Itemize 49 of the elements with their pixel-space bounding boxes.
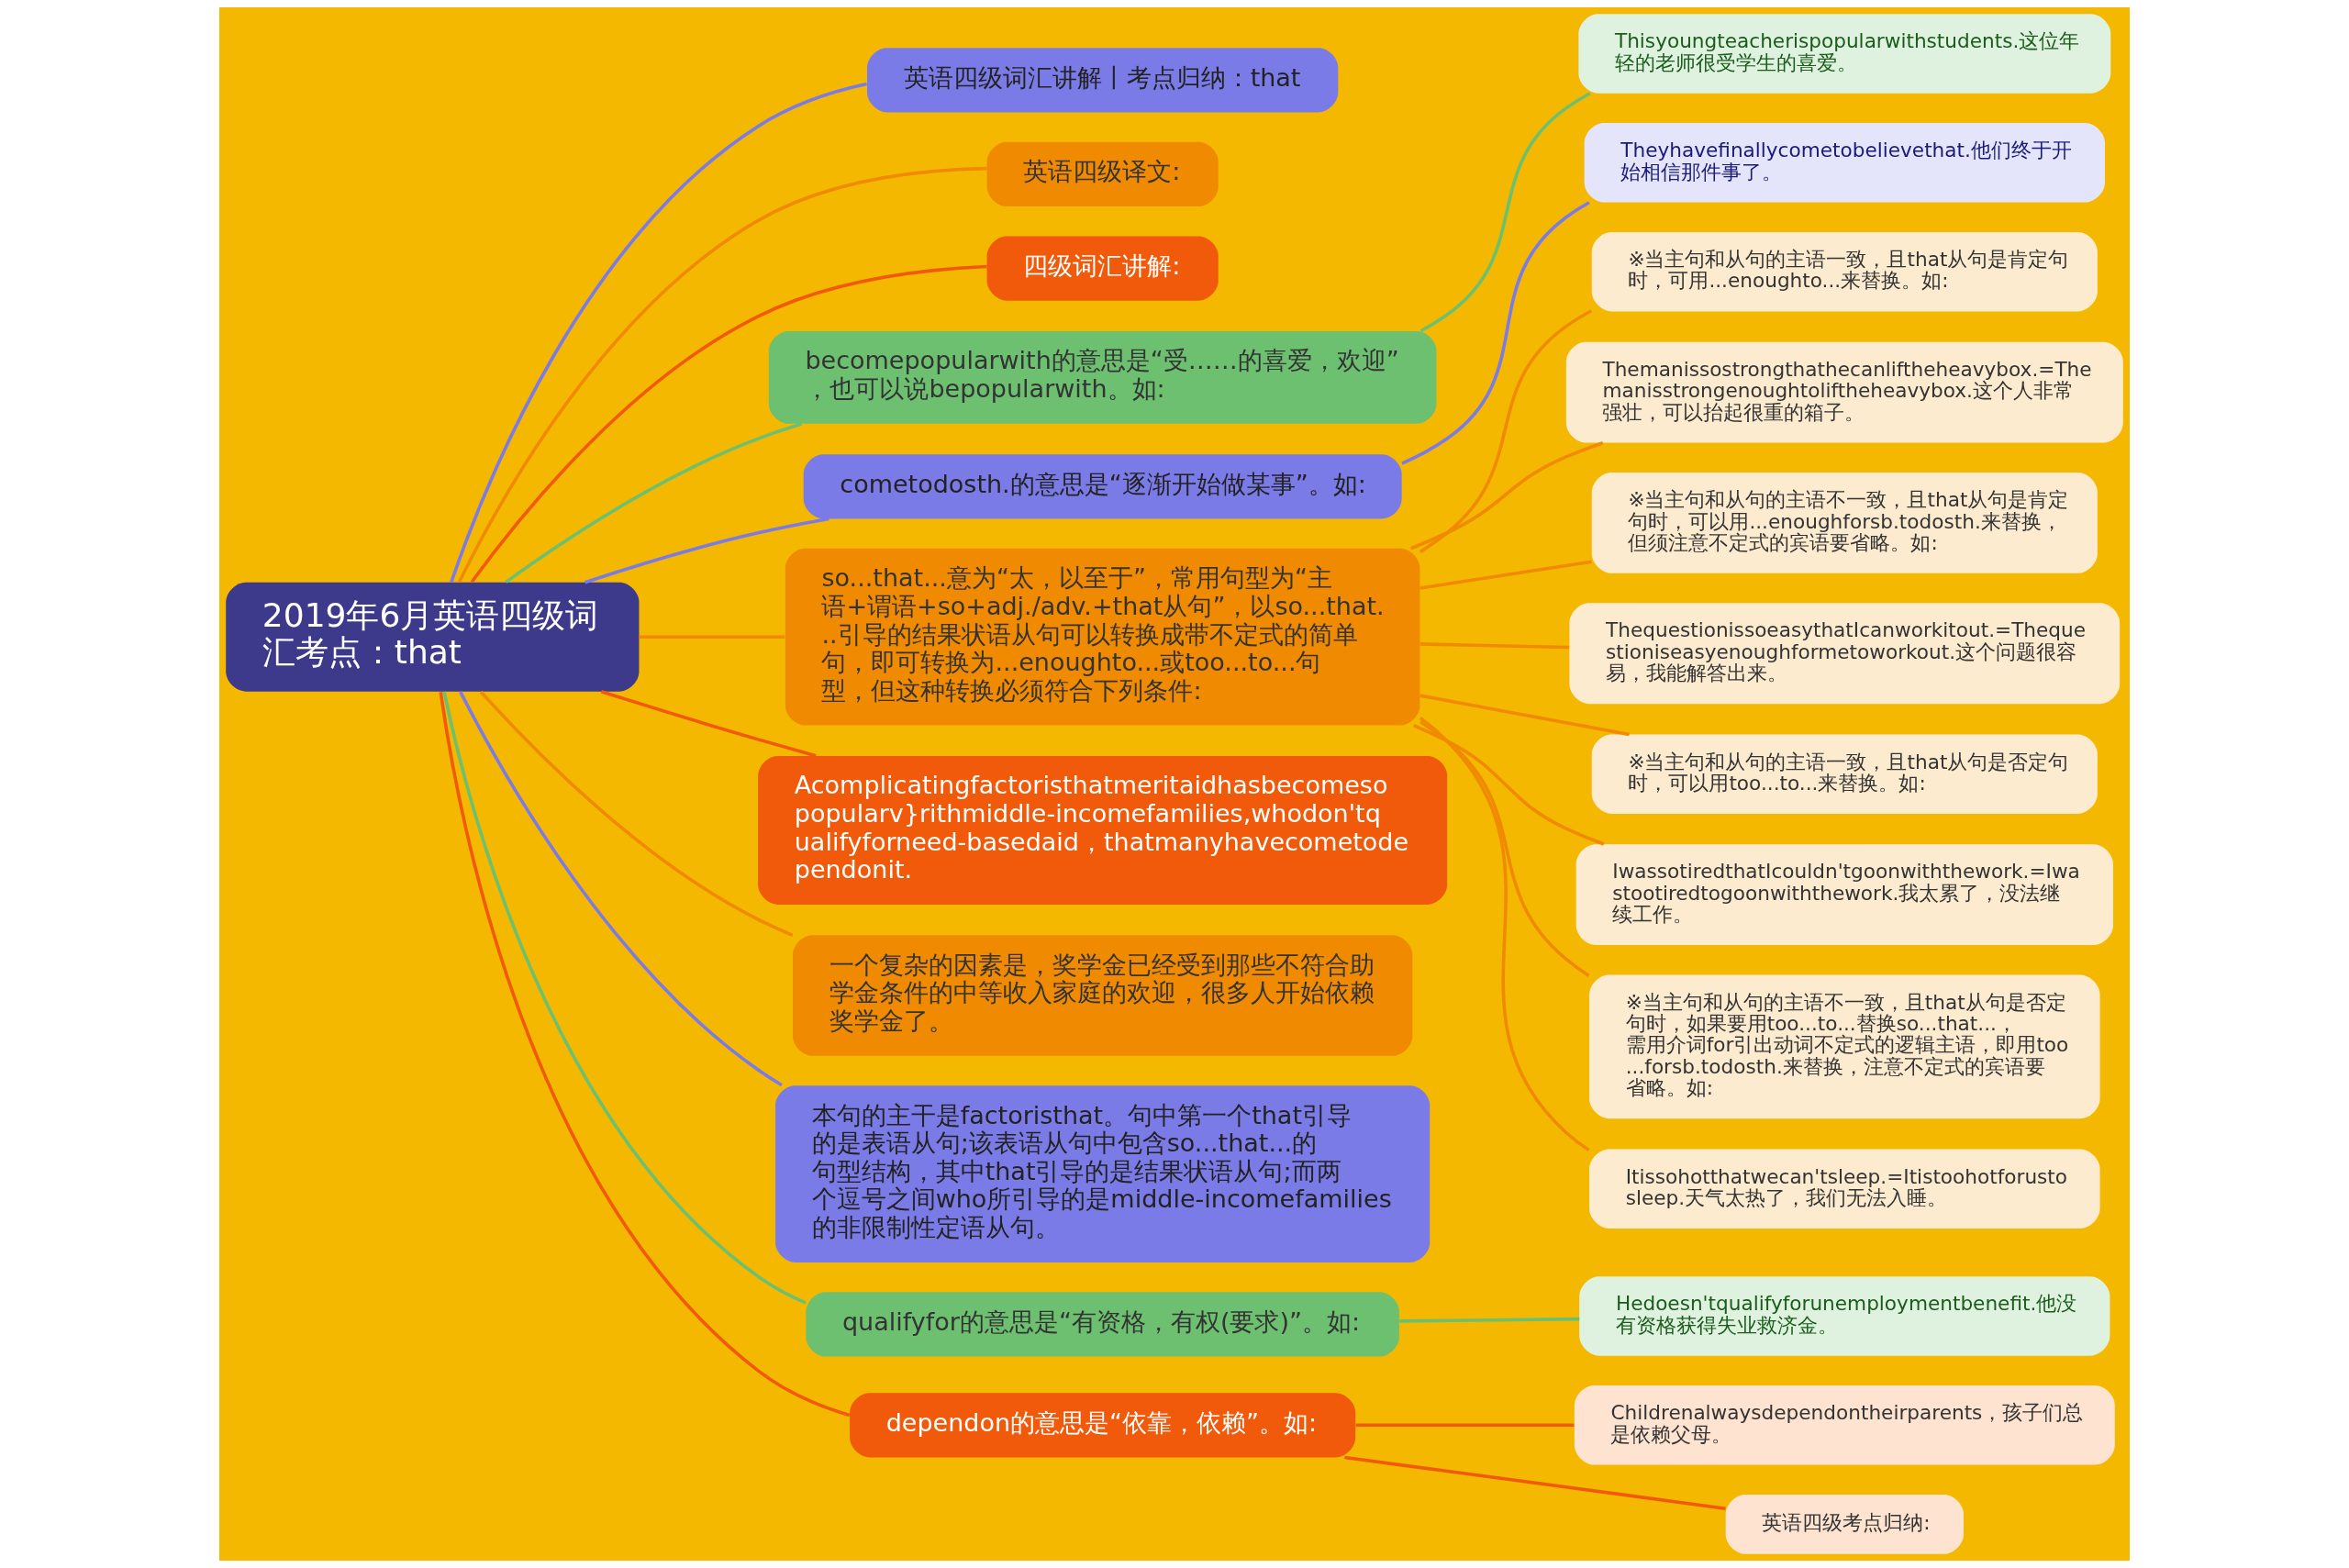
node-box: 一个复杂的因素是，奖学金已经受到那些不符合助学金条件的中等收入家庭的欢迎，很多人开始依赖奖学金了。 xyxy=(792,935,1413,1056)
node-box: 本句的主干是factoristhat。句中第一个that引导的是表语从句;该表语从句中包含so...that...的句型结构，其中that引导的是结果状语从句;而两个逗号之间who所引导的是middle-incomefamilies的非限制性定语从句。 xyxy=(775,1085,1431,1262)
node-box: 2019年6月英语四级词汇考点：that xyxy=(226,582,640,692)
node-box: Childrenalwaysdependontheirparents，孩子们总是依赖父母。 xyxy=(1574,1385,2115,1465)
connector xyxy=(1410,441,1604,550)
connector xyxy=(479,690,794,937)
connector xyxy=(450,82,867,584)
connector xyxy=(1419,92,1591,333)
node-box: Theyhavefinallycometobelievethat.他们终于开始相信那件事了。 xyxy=(1584,123,2105,203)
connector xyxy=(639,635,785,639)
connector xyxy=(442,691,807,1305)
connector xyxy=(1419,717,1590,1151)
connector xyxy=(600,689,817,758)
node-box: so...that...意为“太，以至于”，常用句型为“主语+谓语+so+adj./adv.+that从句”，以so...that...引导的结果状语从句可以转换成带不定式的简单句，即可转换为...enoughto...或too...to...句型，但这种转换必须符合下列条件: xyxy=(785,548,1420,726)
node-box: Thisyoungteacherispopularwithstudents.这位年轻的老师很受学生的喜爱。 xyxy=(1578,14,2111,94)
node-box: ※当主句和从句的主语不一致，且that从句是否定句时，如果要用too...to...替换so...that...，需用介词for引出动词不定式的逻辑主语，即用too...forsb.todosth.来替换，注意不定式的宾语要省略。如: xyxy=(1589,974,2100,1119)
connector xyxy=(1344,1455,1726,1510)
connector xyxy=(1401,201,1590,465)
connector xyxy=(1413,724,1605,846)
node-box: 英语四级考点归纳: xyxy=(1725,1494,1964,1554)
connector xyxy=(470,264,987,584)
connector xyxy=(439,691,851,1418)
connector xyxy=(584,517,829,584)
connector xyxy=(505,422,803,584)
connector xyxy=(1419,309,1593,553)
node-box: Itissohotthatwecan'tsleep.=Itistoohotforustosleep.天气太热了，我们无法入睡。 xyxy=(1589,1149,2100,1229)
node-box: 四级词汇讲解: xyxy=(986,236,1219,301)
node-box: ※当主句和从句的主语不一致，且that从句是肯定句时，可以用...enoughforsb.todosth.来替换，但须注意不定式的宾语要省略。如: xyxy=(1591,473,2098,573)
connector xyxy=(1419,694,1630,737)
node-box: qualifyfor的意思是“有资格，有权(要求)”。如: xyxy=(806,1292,1399,1357)
connector xyxy=(1419,642,1570,650)
connector xyxy=(459,691,783,1087)
node-box: ※当主句和从句的主语一致，且that从句是肯定句时，可用...enoughto...来替换。如: xyxy=(1591,231,2098,312)
node-box: cometodosth.的意思是“逐渐开始做某事”。如: xyxy=(803,454,1402,519)
connector xyxy=(1419,560,1592,590)
connector xyxy=(1419,720,1590,977)
connector xyxy=(1399,1317,1580,1323)
node-box: ThequestionissoeasythatIcanworkitout.=Thequestioniseasyenoughformetoworkout.这个问题很容易，我能解答出来。 xyxy=(1569,603,2121,705)
node-box: dependon的意思是“依靠，依赖”。如: xyxy=(850,1393,1356,1458)
node-box: Acomplicatingfactoristhatmeritaidhasbecomesopopularv}rithmiddle-incomefamilies,whodon'tqualifyforneed-basedaid，thatmanyhavecometodependonit. xyxy=(758,755,1448,905)
node-box: 英语四级译文: xyxy=(986,141,1219,207)
node-box: becomepopularwith的意思是“受……的喜爱，欢迎”，也可以说bepopularwith。如: xyxy=(768,331,1437,424)
node-box: Themanissostrongthathecanliftheheavybox.=Themanisstrongenoughtoliftheheavybox.这个人非常强壮，可以抬起很重的箱子。 xyxy=(1565,341,2123,443)
node-box: ※当主句和从句的主语一致，且that从句是否定句时，可以用too...to...来替换。如: xyxy=(1591,734,2098,814)
node-box: 英语四级词汇讲解丨考点归纳：that xyxy=(867,48,1339,113)
node-box: Hedoesn'tqualifyforunemploymentbenefit.他没有资格获得失业救济金。 xyxy=(1579,1276,2110,1356)
node-box: IwassotiredthatIcouldn'tgoonwiththework.=Iwastootiredtogoonwiththework.我太累了，没法继续工作。 xyxy=(1575,844,2113,946)
connector xyxy=(457,166,987,583)
connector xyxy=(1355,1423,1575,1428)
